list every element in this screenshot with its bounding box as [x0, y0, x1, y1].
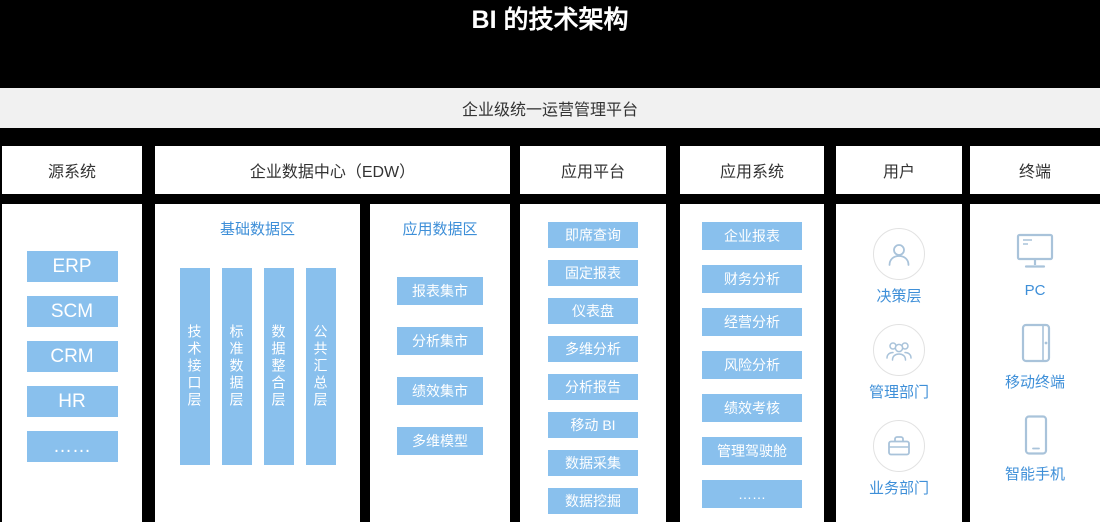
app-system-item: 管理驾驶舱 — [702, 437, 802, 465]
app-system-item: 绩效考核 — [702, 394, 802, 422]
user-group: 决策层 — [873, 228, 925, 306]
app-platform-panel: 即席查询 固定报表 仪表盘 多维分析 分析报告 移动 BI 数据采集 数据挖掘 — [520, 204, 666, 522]
platform-bar: 企业级统一运营管理平台 — [0, 88, 1100, 128]
users-panel: 决策层 管理部门 业务部门 — [836, 204, 962, 522]
app-system-item-ellipsis: …… — [702, 480, 802, 508]
user-group-label: 业务部门 — [868, 480, 929, 497]
person-icon — [873, 228, 925, 280]
base-zone-title: 基础数据区 — [219, 221, 295, 238]
briefcase-icon — [872, 420, 925, 472]
terminal-label: PC — [1024, 282, 1046, 299]
app-zone-item: 报表集市 — [397, 277, 483, 305]
app-zone-title: 应用数据区 — [402, 221, 478, 238]
app-zone-items: 报表集市 分析集市 绩效集市 多维模型 — [370, 277, 510, 455]
terminal-label: 智能手机 — [1004, 466, 1065, 483]
column-header-users: 用户 — [836, 146, 962, 194]
terminal-group: PC — [1011, 228, 1059, 300]
app-platform-item: 分析报告 — [548, 374, 638, 400]
edw-layer-bar: 标准数据层 — [221, 268, 252, 465]
app-platform-item: 固定报表 — [548, 260, 638, 286]
source-item: CRM — [26, 341, 118, 372]
edw-layer-bar: 公共汇总层 — [305, 268, 336, 465]
column-header-source: 源系统 — [2, 146, 142, 194]
source-item: SCM — [26, 296, 118, 327]
app-system-item: 经营分析 — [702, 308, 802, 336]
edw-layer-bar: 数据整合层 — [263, 268, 294, 465]
app-platform-item: 移动 BI — [548, 412, 638, 438]
app-system-item: 风险分析 — [702, 351, 802, 379]
user-group-label: 管理部门 — [868, 384, 929, 401]
column-header-app-platform: 应用平台 — [520, 146, 666, 194]
source-item: HR — [26, 386, 118, 417]
app-zone-item: 多维模型 — [397, 427, 483, 455]
smartphone-icon — [1011, 412, 1059, 458]
terminals-panel: PC 移动终端 智能手机 — [970, 204, 1100, 522]
app-system-item: 企业报表 — [702, 222, 802, 250]
app-platform-item: 数据采集 — [548, 450, 638, 476]
user-group: 管理部门 — [869, 324, 929, 402]
edw-base-zone-panel: 基础数据区 技术接口层 标准数据层 数据整合层 公共汇总层 — [155, 204, 360, 522]
app-system-item: 财务分析 — [702, 265, 802, 293]
terminal-group: 智能手机 — [1005, 412, 1065, 484]
terminal-group: 移动终端 — [1005, 320, 1065, 392]
app-platform-item: 多维分析 — [548, 336, 638, 362]
edw-layer-bar: 技术接口层 — [179, 268, 210, 465]
desktop-icon — [1011, 228, 1059, 274]
edw-app-zone-panel: 应用数据区 报表集市 分析集市 绩效集市 多维模型 — [370, 204, 510, 522]
platform-bar-label: 企业级统一运营管理平台 — [461, 102, 638, 119]
source-systems-panel: ERP SCM CRM HR …… — [2, 204, 142, 522]
app-zone-item: 分析集市 — [397, 327, 483, 355]
user-group: 业务部门 — [869, 420, 929, 498]
people-icon — [872, 324, 925, 376]
app-platform-item: 仪表盘 — [548, 298, 638, 324]
app-system-panel: 企业报表 财务分析 经营分析 风险分析 绩效考核 管理驾驶舱 …… — [680, 204, 824, 522]
tablet-icon — [1011, 320, 1059, 366]
column-header-edw: 企业数据中心（EDW） — [155, 146, 510, 194]
source-item: ERP — [26, 251, 118, 282]
app-zone-item: 绩效集市 — [397, 377, 483, 405]
column-header-terminals: 终端 — [970, 146, 1100, 194]
terminal-label: 移动终端 — [1004, 374, 1065, 391]
column-header-app-system: 应用系统 — [680, 146, 824, 194]
base-zone-layers: 技术接口层 标准数据层 数据整合层 公共汇总层 — [155, 268, 360, 465]
diagram-title: BI 的技术架构 — [471, 6, 629, 34]
app-platform-item: 数据挖掘 — [548, 488, 638, 514]
user-group-label: 决策层 — [876, 288, 922, 305]
app-platform-item: 即席查询 — [548, 222, 638, 248]
source-item-ellipsis: …… — [26, 431, 118, 462]
